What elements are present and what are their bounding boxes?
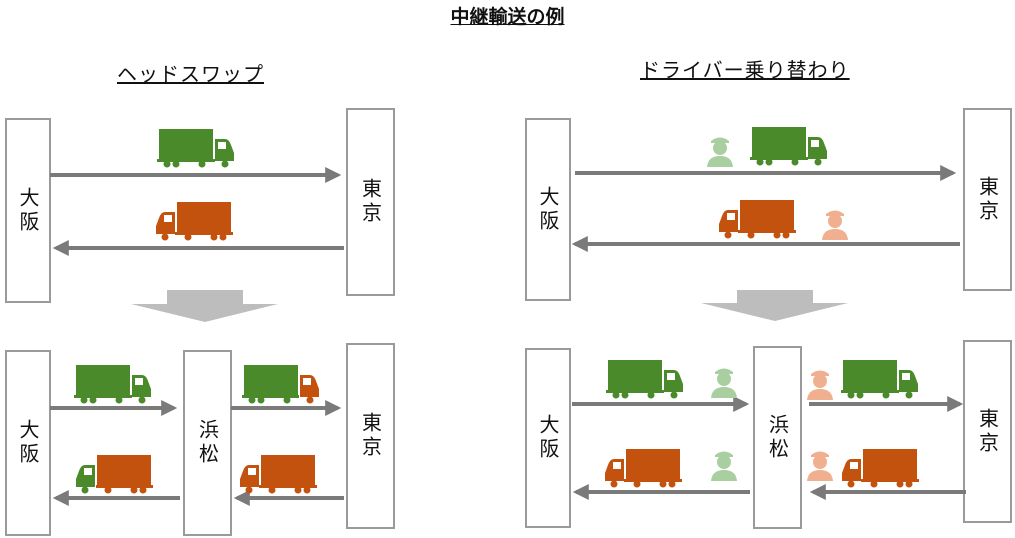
orange-truck-icon xyxy=(605,449,682,488)
left-top-osaka-box: 大阪 xyxy=(5,118,51,303)
orange-driver-icon xyxy=(822,210,848,240)
green-driver-icon xyxy=(711,451,737,481)
right-heading: ドライバー乗り替わり xyxy=(640,58,850,82)
orange-truck-icon xyxy=(240,455,317,494)
left-bottom-hamamatsu-box: 浜松 xyxy=(183,350,232,536)
orange-driver-icon xyxy=(807,451,833,481)
diagram-title: 中継輸送の例 xyxy=(450,6,565,28)
orange-driver-icon xyxy=(807,370,833,400)
green-truck-icon xyxy=(841,360,918,399)
two-color-truck-icon xyxy=(242,365,319,404)
green-truck-icon xyxy=(750,127,827,166)
left-top-tokyo-box: 東京 xyxy=(346,108,395,296)
right-bottom-hamamatsu-box: 浜松 xyxy=(753,346,802,529)
left-bottom-tokyo-box: 東京 xyxy=(346,343,395,529)
right-top-osaka-box: 大阪 xyxy=(525,118,571,301)
left-transition-arrow xyxy=(131,290,278,322)
green-truck-icon xyxy=(157,129,234,168)
green-truck-icon xyxy=(74,365,151,404)
green-driver-icon xyxy=(707,137,733,167)
right-bottom-tokyo-box: 東京 xyxy=(963,340,1012,523)
green-truck-icon xyxy=(606,360,683,399)
left-heading: ヘッドスワップ xyxy=(117,62,264,86)
right-bottom-osaka-box: 大阪 xyxy=(525,348,571,528)
green-driver-icon xyxy=(711,368,737,398)
left-bottom-osaka-box: 大阪 xyxy=(5,350,51,536)
two-color-truck-icon xyxy=(76,455,153,494)
orange-truck-icon xyxy=(156,202,233,241)
orange-truck-icon xyxy=(842,449,919,488)
orange-truck-icon xyxy=(719,200,796,239)
right-top-tokyo-box: 東京 xyxy=(963,108,1012,291)
right-transition-arrow xyxy=(701,290,848,321)
